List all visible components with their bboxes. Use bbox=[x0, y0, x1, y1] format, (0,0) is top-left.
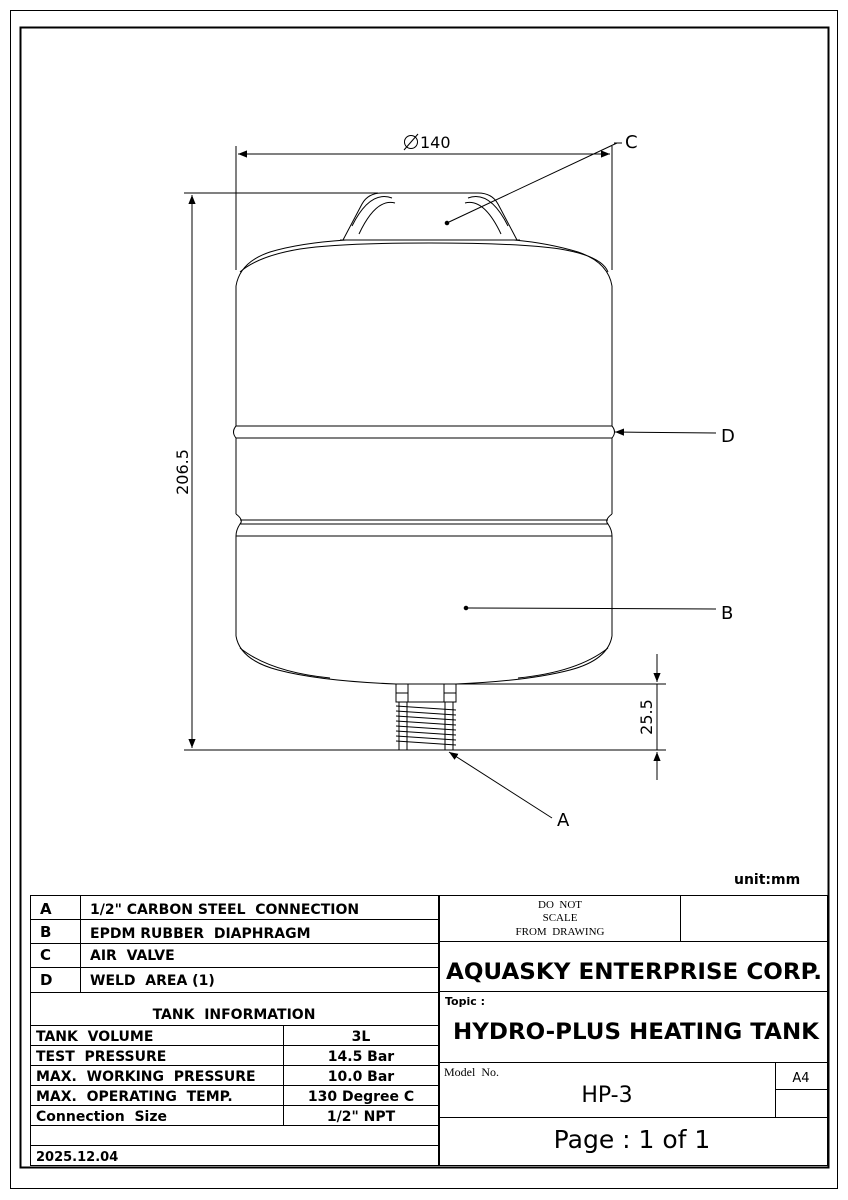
legend-text-d: WELD AREA (1) bbox=[90, 973, 215, 989]
callout-b: B bbox=[721, 603, 733, 624]
legend-key-d: D bbox=[40, 971, 52, 989]
callout-a: A bbox=[557, 810, 570, 831]
dimension-connection bbox=[453, 654, 666, 780]
tank-volume-label: TANK VOLUME bbox=[36, 1029, 153, 1045]
max-working-pressure-label: MAX. WORKING PRESSURE bbox=[36, 1069, 256, 1085]
callout-leaders bbox=[444, 142, 717, 819]
paper-size: A4 bbox=[792, 1071, 809, 1086]
topic-title: HYDRO-PLUS HEATING TANK bbox=[453, 1020, 820, 1045]
tank-outline bbox=[233, 192, 615, 751]
connection-size-label: Connection Size bbox=[36, 1109, 167, 1125]
model-label: Model No. bbox=[444, 1065, 499, 1079]
legend-key-c: C bbox=[40, 946, 51, 964]
test-pressure-label: TEST PRESSURE bbox=[36, 1049, 166, 1065]
do-not-scale-line2: SCALE bbox=[543, 912, 578, 924]
thread-lines bbox=[395, 702, 457, 750]
model-number: HP-3 bbox=[581, 1083, 632, 1108]
callout-d: D bbox=[721, 426, 735, 447]
height-value: 206.5 bbox=[173, 449, 192, 495]
outer-border bbox=[10, 10, 838, 1189]
max-operating-temp-value: 130 Degree C bbox=[308, 1089, 414, 1105]
max-operating-temp-label: MAX. OPERATING TEMP. bbox=[36, 1089, 233, 1105]
dimension-height bbox=[184, 192, 400, 751]
diameter-value: 140 bbox=[420, 133, 451, 152]
max-working-pressure-value: 10.0 Bar bbox=[328, 1069, 395, 1085]
tank-info-heading: TANK INFORMATION bbox=[153, 1007, 316, 1023]
legend-text-b: EPDM RUBBER DIAPHRAGM bbox=[90, 926, 311, 942]
dimension-diameter bbox=[235, 133, 613, 270]
topic-label: Topic : bbox=[445, 995, 485, 1008]
page-number: Page : 1 of 1 bbox=[554, 1125, 711, 1154]
diameter-symbol bbox=[404, 135, 418, 149]
legend-key-b: B bbox=[40, 923, 51, 941]
drawing-date: 2025.12.04 bbox=[36, 1150, 118, 1165]
tank-info-grid bbox=[30, 992, 439, 1166]
inner-border bbox=[19, 26, 830, 1169]
tank-volume-value: 3L bbox=[352, 1029, 371, 1045]
test-pressure-value: 14.5 Bar bbox=[328, 1049, 395, 1065]
legend-table-grid bbox=[30, 895, 439, 993]
unit-label: unit:mm bbox=[734, 872, 800, 888]
connection-size-value: 1/2" NPT bbox=[327, 1109, 396, 1125]
connection-height-value: 25.5 bbox=[637, 699, 656, 735]
callout-c: C bbox=[625, 132, 638, 153]
do-not-scale-line1: DO NOT bbox=[538, 899, 582, 911]
do-not-scale-line3: FROM DRAWING bbox=[516, 926, 605, 938]
legend-text-c: AIR VALVE bbox=[90, 948, 175, 964]
legend-text-a: 1/2" CARBON STEEL CONNECTION bbox=[90, 902, 359, 918]
title-block-grid bbox=[439, 895, 828, 1166]
company-name: AQUASKY ENTERPRISE CORP. bbox=[446, 960, 822, 985]
legend-key-a: A bbox=[40, 900, 52, 918]
